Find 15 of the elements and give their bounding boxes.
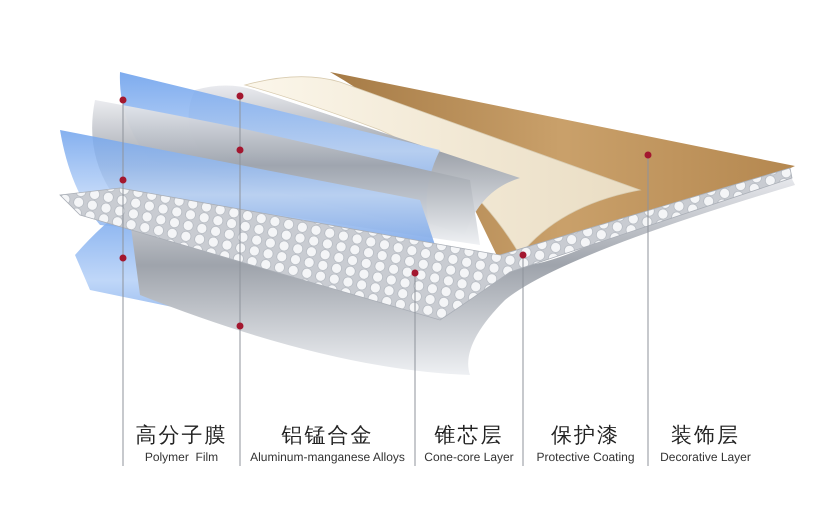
- layer-name-english: Cone-core Layer: [424, 449, 514, 465]
- layer-name-english: Aluminum-manganese Alloys: [250, 449, 405, 465]
- leader-line: [120, 96, 126, 466]
- leader-line: [644, 152, 652, 466]
- leader-line: [412, 270, 418, 466]
- layer-name: 铝锰合金: [282, 422, 374, 448]
- leader-line: [236, 92, 244, 466]
- layer-name: 装饰层: [671, 422, 740, 448]
- layer-name: 保护漆: [551, 422, 620, 448]
- layer-name-english: Polymer Film: [144, 449, 218, 465]
- leader-line: [520, 252, 526, 466]
- layer-name: 高分子膜: [136, 422, 228, 448]
- layer-name: 锥芯层: [434, 422, 504, 448]
- layer-name-english: Decorative Layer: [660, 449, 751, 465]
- layer-name-english: Protective Coating: [536, 449, 635, 465]
